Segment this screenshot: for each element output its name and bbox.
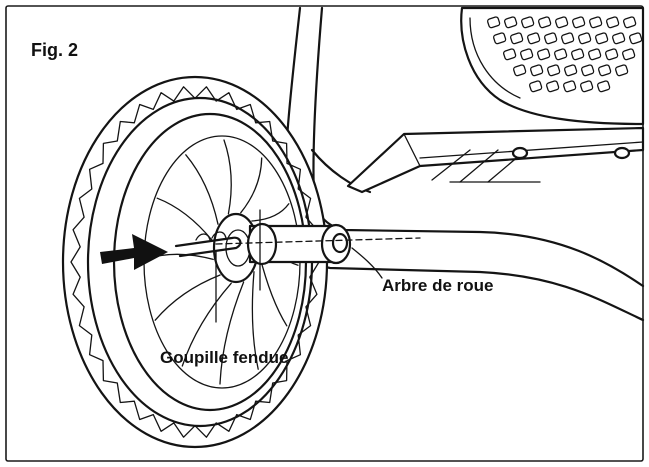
vent-slot <box>598 64 612 77</box>
vent-slot <box>503 48 517 61</box>
vent-slot <box>520 48 534 61</box>
vent-slot <box>588 48 602 61</box>
arrow-right-icon <box>100 234 168 270</box>
wheel <box>61 75 329 449</box>
vent-slot <box>537 48 551 61</box>
vent-slot <box>538 16 552 29</box>
vent-slot <box>629 32 643 45</box>
wheel-spoke <box>185 154 219 225</box>
vent-slot <box>555 16 569 29</box>
axle-assembly <box>215 209 421 291</box>
wheel-spoke <box>251 271 259 370</box>
vent-slot <box>605 48 619 61</box>
vent-slot <box>487 16 501 29</box>
vent-slot <box>572 16 586 29</box>
vent-slot <box>612 32 626 45</box>
vent-slot <box>597 80 611 93</box>
wheel-spoke <box>240 157 263 214</box>
vent-slot <box>615 64 629 77</box>
wheel-spoke <box>181 282 232 367</box>
vent-slot <box>581 64 595 77</box>
leader-lines <box>351 247 383 279</box>
motor-housing <box>460 6 645 126</box>
wheel-spoke <box>223 139 232 215</box>
vent-slot <box>547 64 561 77</box>
figure-title: Fig. 2 <box>31 40 78 60</box>
deck-plate <box>346 126 645 194</box>
wheel-spoke <box>154 274 221 321</box>
vent-slot <box>595 32 609 45</box>
vent-slot <box>529 80 543 93</box>
vent-slot <box>580 80 594 93</box>
vent-slot <box>504 16 518 29</box>
vent-slot <box>493 32 507 45</box>
vent-slot <box>578 32 592 45</box>
vent-slot <box>561 32 575 45</box>
vent-slot <box>606 16 620 29</box>
vent-slot <box>527 32 541 45</box>
label-wheel-shaft: Arbre de roue <box>382 276 493 295</box>
vent-slot <box>510 32 524 45</box>
vent-slot <box>571 48 585 61</box>
vent-slot <box>563 80 577 93</box>
vent-slot <box>589 16 603 29</box>
vent-slot <box>530 64 544 77</box>
vent-slot <box>622 48 636 61</box>
vent-slot <box>513 64 527 77</box>
label-cotter-pin: Goupille fendue <box>160 348 288 367</box>
vent-slot <box>554 48 568 61</box>
vent-slot <box>544 32 558 45</box>
wheel-spoke <box>219 281 245 385</box>
tire-tread <box>70 86 320 438</box>
wheel-spoke <box>251 203 290 222</box>
vent-slot <box>623 16 637 29</box>
motor-vent-grid <box>487 16 643 93</box>
vent-slot <box>564 64 578 77</box>
vent-slot <box>546 80 560 93</box>
cotter-pin <box>174 231 242 323</box>
vent-slot <box>521 16 535 29</box>
